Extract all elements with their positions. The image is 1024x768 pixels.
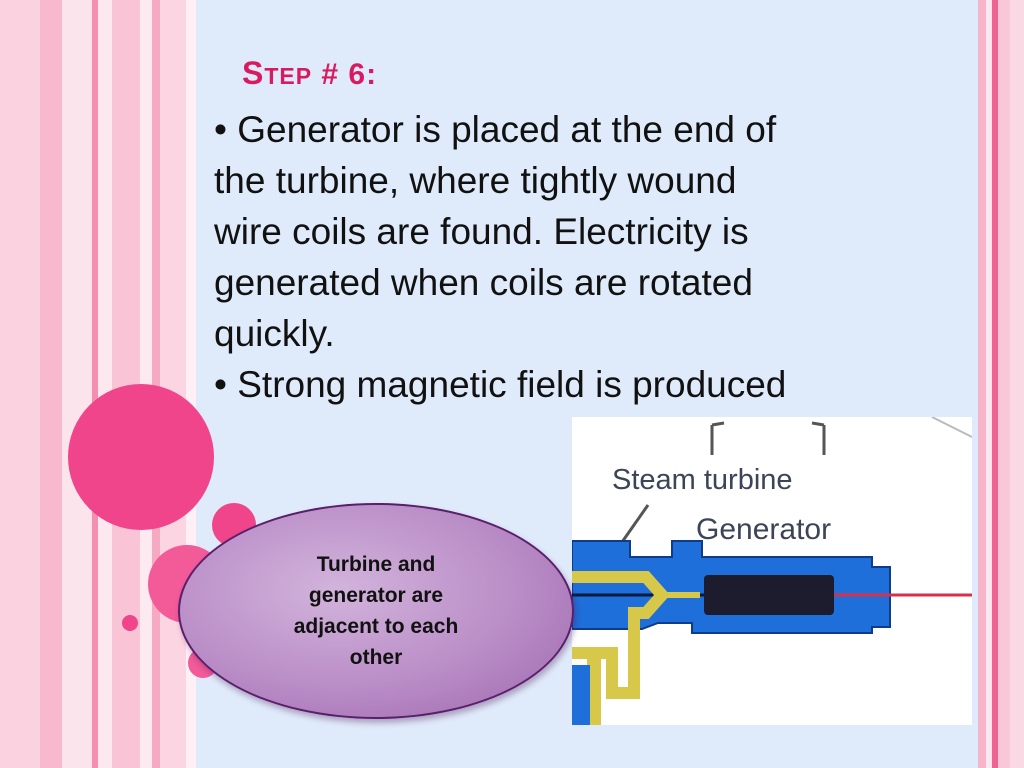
steam-turbine-label: Steam turbine	[612, 464, 793, 496]
right-decorative-stripes	[978, 0, 1024, 768]
bullet-line: the turbine, where tightly wound	[214, 160, 737, 201]
large-pink-circle	[68, 384, 214, 530]
left-decorative-stripes	[0, 0, 196, 768]
bullet-line: wire coils are found. Electricity is	[214, 211, 749, 252]
bullet-line: quickly.	[214, 313, 335, 354]
turbine-generator-diagram: Steam turbine Generator	[572, 417, 972, 725]
bullet-line: • Strong magnetic field is produced	[214, 364, 787, 405]
diagram-svg: Steam turbine Generator	[572, 417, 972, 725]
callout-text: Turbine and generator are adjacent to ea…	[293, 553, 459, 669]
slide-title: STEP # 6:	[242, 55, 378, 91]
generator-label: Generator	[696, 513, 831, 546]
tiny-pink-dot	[122, 615, 138, 631]
bullet-line: generated when coils are rotated	[214, 262, 753, 303]
callout-ellipse: Turbine and generator are adjacent to ea…	[178, 503, 574, 719]
slide-body: • Generator is placed at the end of the …	[214, 104, 954, 410]
bullet-line: • Generator is placed at the end of	[214, 109, 777, 150]
